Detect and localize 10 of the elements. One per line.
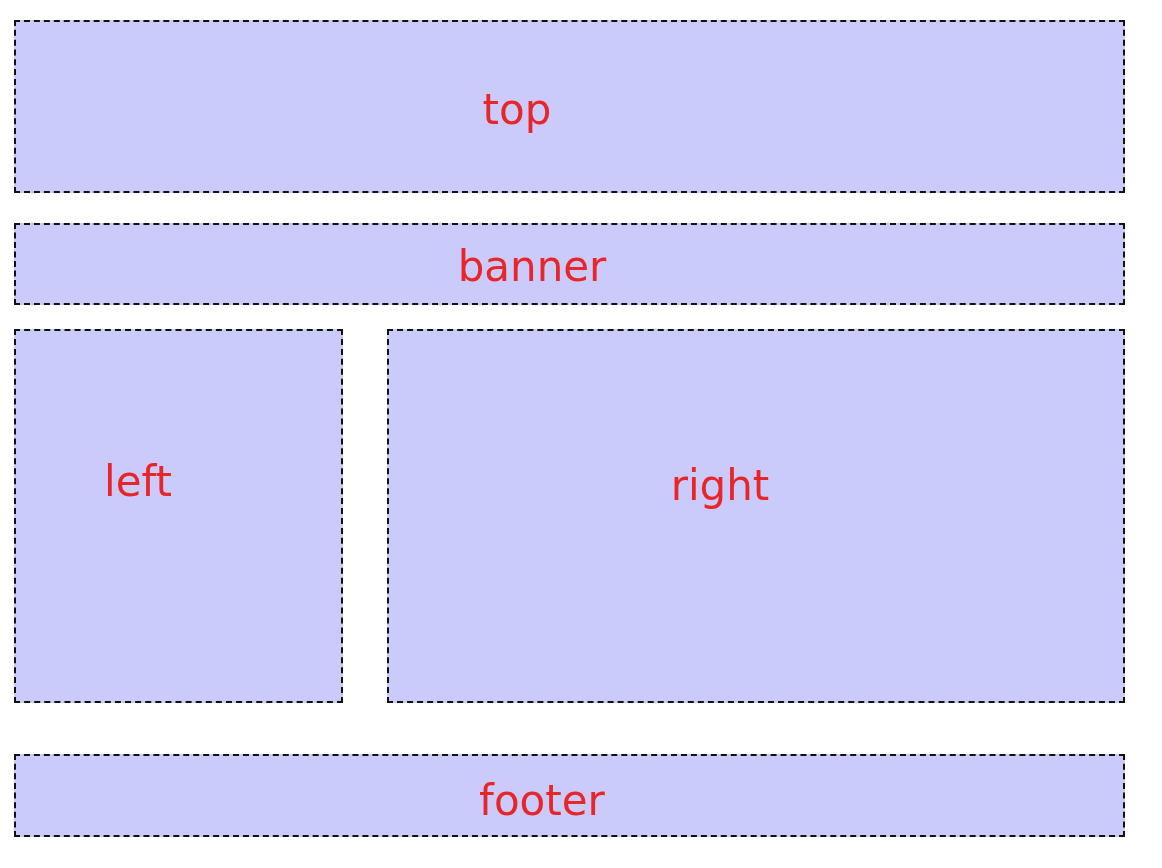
block-label: top <box>482 89 552 131</box>
header-block <box>14 20 1125 193</box>
footer-block <box>14 754 1125 837</box>
block-label: banner <box>457 246 607 288</box>
right-panel <box>387 329 1125 703</box>
block-label: footer <box>479 780 605 822</box>
block-label: left <box>104 461 172 503</box>
block-label: right <box>670 465 770 507</box>
left-panel <box>14 329 343 703</box>
banner-block <box>14 223 1125 305</box>
